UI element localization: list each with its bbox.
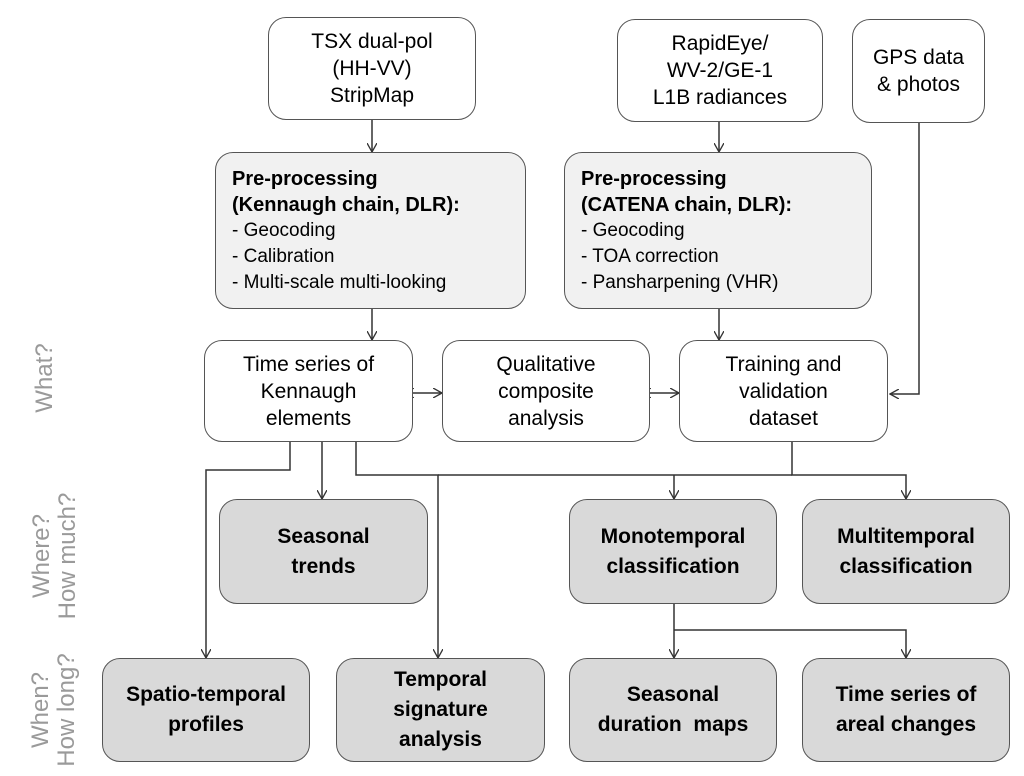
box-line: classification (839, 554, 973, 578)
box-title: (CATENA chain, DLR): (581, 193, 793, 216)
box-line: Seasonal (277, 524, 370, 548)
box-title: (Kennaugh chain, DLR): (232, 193, 460, 216)
list-item: - TOA correction (581, 245, 719, 267)
input-tsx-box: TSX dual-pol (HH-VV) StripMap (268, 17, 476, 120)
arrow-gps-to-training (890, 123, 920, 394)
list-item: - Geocoding (232, 219, 336, 241)
box-line: trends (291, 554, 356, 578)
box-line: Monotemporal (600, 524, 746, 548)
box-line: duration maps (597, 713, 749, 736)
box-line: (HH-VV) (332, 57, 412, 80)
box-line: TSX dual-pol (311, 30, 433, 53)
box-line: StripMap (329, 84, 415, 107)
temporal-signature-analysis-box: Temporal signature analysis (336, 658, 545, 762)
input-optical-box: RapidEye/ WV-2/GE-1 L1B radiances (617, 19, 823, 122)
kennaugh-time-series-box: Time series of Kennaugh elements (204, 340, 413, 442)
box-line: Time series of (242, 352, 375, 376)
seasonal-trends-box: Seasonal trends (219, 499, 428, 604)
box-line: profiles (168, 713, 244, 736)
box-line: elements (265, 406, 352, 430)
box-line: Temporal (394, 668, 487, 691)
input-gps-box: GPS data & photos (852, 19, 985, 123)
box-line: Training and (725, 352, 842, 376)
box-line: Time series of (835, 683, 977, 706)
box-line: validation (739, 379, 828, 403)
monotemporal-classification-box: Monotemporal classification (569, 499, 777, 604)
box-title: Pre-processing (581, 167, 727, 190)
spatio-temporal-profiles-box: Spatio-temporal profiles (102, 658, 310, 762)
arrow-ts-to-temporal-signature (355, 442, 438, 658)
qualitative-analysis-box: Qualitative composite analysis (442, 340, 650, 442)
list-item: - Geocoding (581, 219, 685, 241)
box-line: Kennaugh (260, 379, 357, 403)
box-line: analysis (399, 728, 482, 751)
box-line: & photos (877, 73, 960, 96)
seasonal-duration-maps-box: Seasonal duration maps (569, 658, 777, 762)
box-line: areal changes (835, 713, 977, 736)
arrow-training-to-multitemporal (791, 442, 906, 499)
box-title: Pre-processing (232, 167, 378, 190)
list-item: - Pansharpening (VHR) (581, 271, 779, 293)
box-line: Spatio-temporal (126, 683, 286, 706)
box-line: signature (393, 698, 488, 721)
box-line: RapidEye/ (671, 32, 769, 55)
box-line: Qualitative (496, 352, 596, 376)
box-line: classification (606, 554, 740, 578)
training-dataset-box: Training and validation dataset (679, 340, 888, 442)
box-line: L1B radiances (652, 86, 788, 109)
list-item: - Multi-scale multi-looking (232, 271, 447, 293)
box-line: analysis (508, 406, 584, 430)
list-item: - Calibration (232, 245, 335, 267)
multitemporal-classification-box: Multitemporal classification (802, 499, 1010, 604)
preprocessing-kennaugh-box: Pre-processing (Kennaugh chain, DLR): - … (215, 152, 526, 309)
box-line: dataset (749, 406, 818, 430)
box-line: Seasonal (626, 683, 720, 706)
box-line: Multitemporal (837, 524, 975, 548)
box-line: WV-2/GE-1 (666, 59, 774, 82)
box-line: GPS data (872, 46, 965, 69)
preprocessing-catena-box: Pre-processing (CATENA chain, DLR): - Ge… (564, 152, 872, 309)
areal-changes-box: Time series of areal changes (802, 658, 1010, 762)
box-line: composite (498, 379, 594, 403)
arrow-ts-to-spatio-temporal (206, 442, 291, 658)
arrow-mono-to-areal-changes (674, 629, 906, 658)
